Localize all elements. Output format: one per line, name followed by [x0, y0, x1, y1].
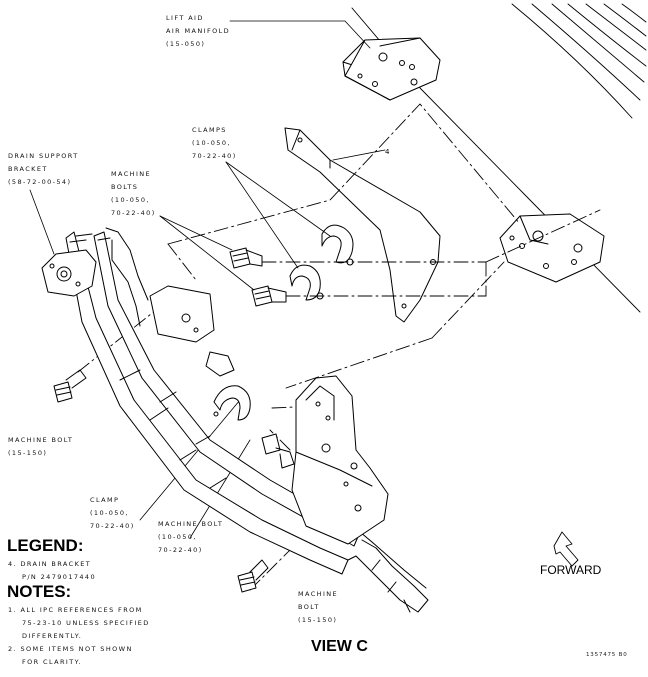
label-line: (15-150) [8, 449, 48, 457]
lower-mounting-bracket [291, 375, 389, 545]
label-line: MACHINE [111, 170, 152, 178]
note-line: 75-23-10 UNLESS SPECIFIED [22, 619, 150, 627]
machine-bolt-left [53, 369, 87, 403]
forward-arrow-icon [553, 531, 579, 567]
label-line: 70-22-40) [111, 209, 156, 217]
label-line: (10-050, [111, 196, 150, 204]
legend-list: 4. DRAIN BRACKET P/N 2479017440 [8, 558, 96, 584]
machine-bolt-bottom [237, 559, 269, 593]
label-line: MACHINE BOLT [158, 520, 224, 528]
notes-list: 1. ALL IPC REFERENCES FROM 75-23-10 UNLE… [8, 604, 150, 669]
label-line: MACHINE [298, 590, 339, 598]
forward-label: FORWARD [540, 563, 602, 577]
label-drain-support-bracket: DRAIN SUPPORT BRACKET (58-72-00-54) [8, 150, 79, 189]
legend-item: P/N 2479017440 [22, 573, 96, 581]
note-line: 2. SOME ITEMS NOT SHOWN [8, 645, 133, 653]
label-line: 70-22-40) [158, 546, 203, 554]
drain-bracket [284, 127, 441, 323]
label-line: (10-050, [192, 139, 231, 147]
air-manifold-bracket [342, 37, 441, 101]
label-line: (58-72-00-54) [8, 178, 72, 186]
machine-bolt-upper [229, 247, 263, 269]
legend-item: 4. DRAIN BRACKET [8, 560, 92, 568]
clamp-upper [321, 224, 354, 266]
clamp-bottom [213, 385, 251, 421]
machine-bolt-lower-middle [261, 433, 295, 469]
label-line: MACHINE BOLT [8, 436, 74, 444]
label-line: (15-150) [298, 616, 338, 624]
label-machine-bolt-bottom: MACHINE BOLT (15-150) [298, 588, 338, 627]
mounting-bracket-right [499, 213, 605, 283]
label-line: 70-22-40) [90, 522, 135, 530]
label-line: BOLT [298, 603, 320, 611]
label-clamp-bottom: CLAMP (10-050, 70-22-40) [90, 494, 135, 533]
label-line: DRAIN SUPPORT [8, 152, 79, 160]
label-line: CLAMPS [192, 126, 227, 134]
label-machine-bolt-mid: MACHINE BOLT (10-050, 70-22-40) [158, 518, 223, 557]
label-line: LIFT AID [166, 14, 204, 22]
callout-lines [29, 161, 331, 539]
label-line: (15-050) [166, 40, 206, 48]
label-line: BRACKET [8, 165, 48, 173]
callout-number: 4 [385, 148, 390, 156]
label-machine-bolts-top: MACHINE BOLTS (10-050, 70-22-40) [111, 168, 156, 220]
notes-heading: NOTES: [7, 582, 72, 601]
clamp-lower [289, 264, 324, 301]
label-line: AIR MANIFOLD [166, 27, 231, 35]
label-line: CLAMP [90, 496, 120, 504]
drain-support-bracket [41, 249, 97, 297]
drain-tube-assembly [65, 227, 429, 613]
label-lift-aid-air-manifold: LIFT AID AIR MANIFOLD (15-050) [166, 12, 230, 51]
label-line: (10-050, [158, 533, 197, 541]
note-line: 1. ALL IPC REFERENCES FROM [8, 606, 143, 614]
label-line: BOLTS [111, 183, 139, 191]
tube-support-bracket [149, 285, 235, 377]
document-number: 1357475 B0 [586, 652, 628, 658]
label-line: 70-22-40) [192, 152, 237, 160]
note-line: FOR CLARITY. [22, 658, 83, 666]
legend-heading: LEGEND: [7, 536, 84, 555]
label-machine-bolt-left: MACHINE BOLT (15-150) [8, 434, 73, 460]
view-title: VIEW C [311, 638, 368, 655]
label-clamps-top: CLAMPS (10-050, 70-22-40) [192, 124, 237, 163]
label-line: (10-050, [90, 509, 129, 517]
note-line: DIFFERENTLY. [22, 632, 83, 640]
machine-bolt-middle [251, 285, 287, 307]
